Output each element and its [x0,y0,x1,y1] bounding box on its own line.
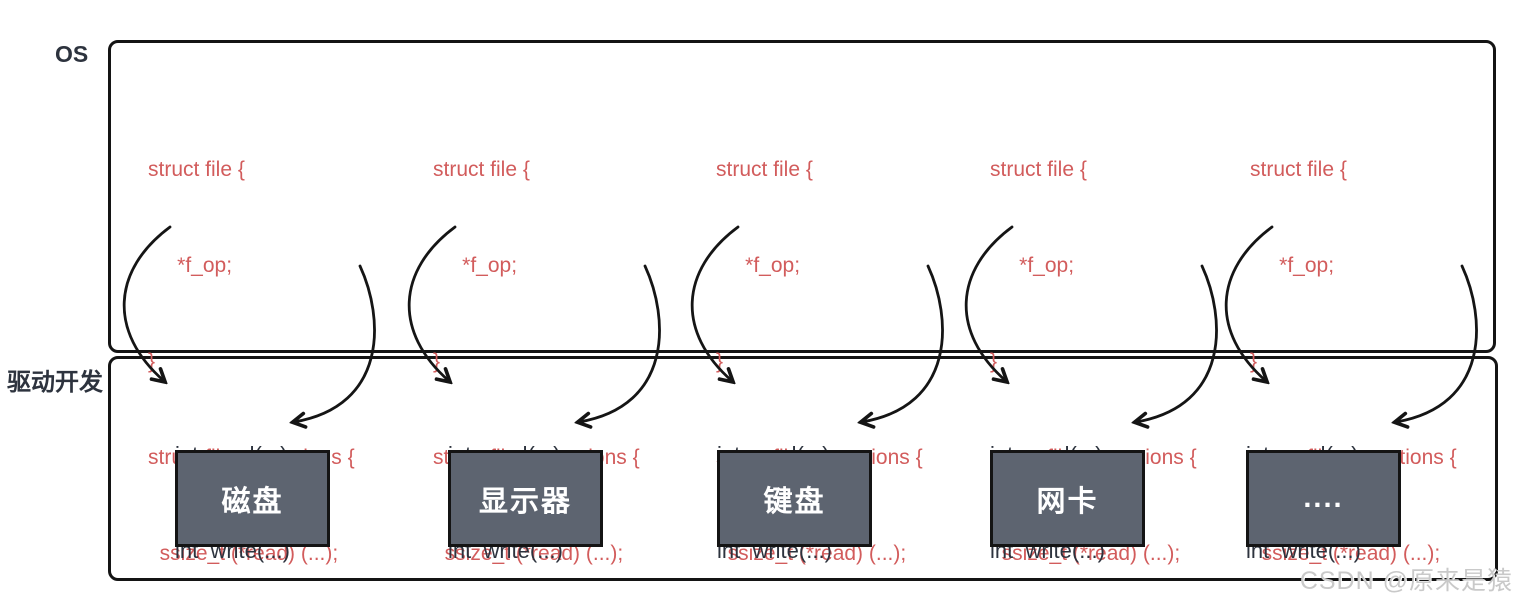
code-line: ssize_t (*read) (...); [1250,542,1441,565]
device-label: 显示器 [478,485,572,518]
watermark: CSDN @原来是猿 [1299,567,1513,595]
code-line: ssize_t (*read) (...); [990,542,1181,565]
device-label: .... [1303,482,1344,514]
code-line: } [148,350,156,373]
device-box: 网卡 [990,450,1145,547]
code-line: *f_op; [433,254,518,277]
code-line: struct file { [148,158,245,181]
code-line: } [433,350,441,373]
device-label: 磁盘 [221,485,284,518]
code-line: *f_op; [990,254,1075,277]
code-line: } [1250,350,1258,373]
code-line: ssize_t (*read) (...); [433,542,624,565]
code-line: struct file { [433,158,530,181]
code-line: *f_op; [148,254,233,277]
code-line: *f_op; [1250,254,1335,277]
code-line: struct file { [716,158,813,181]
device-box: .... [1246,450,1401,547]
code-line: } [716,350,724,373]
device-box: 键盘 [717,450,872,547]
device-box: 显示器 [448,450,603,547]
driver-layer-label: 驱动开发 [7,369,103,396]
device-box: 磁盘 [175,450,330,547]
device-label: 网卡 [1036,485,1099,518]
code-line: struct file { [1250,158,1347,181]
code-line: *f_op; [716,254,801,277]
os-layer-label: OS [55,41,89,67]
code-line: struct file { [990,158,1087,181]
device-label: 键盘 [763,485,826,518]
code-line: ssize_t (*read) (...); [716,542,907,565]
code-line: } [990,350,998,373]
code-line: ssize_t (*read) (...); [148,542,339,565]
